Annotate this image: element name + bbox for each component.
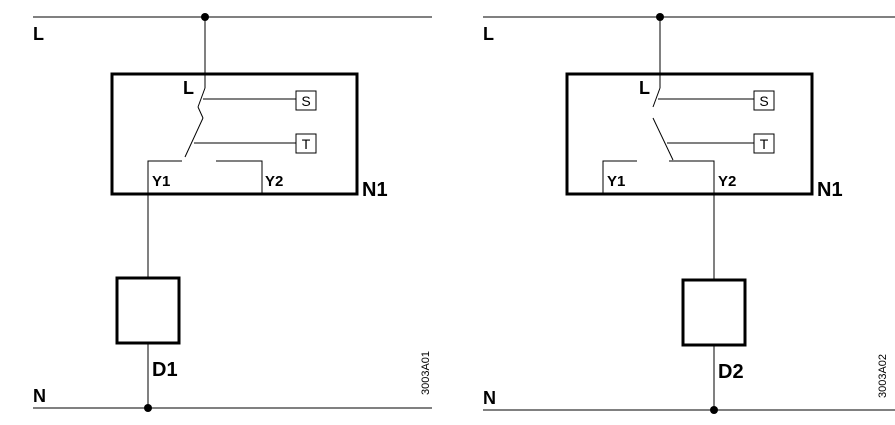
drawing-code: 3003A02 — [877, 354, 889, 398]
contact-1-blade — [652, 87, 661, 108]
sensor-s-label: S — [301, 93, 310, 109]
controller-n1-box — [565, 72, 814, 196]
controller-label: N1 — [362, 179, 388, 201]
contact-1-blade — [197, 87, 206, 108]
device-label: D2 — [718, 361, 744, 383]
sensor-s-box — [753, 90, 775, 111]
terminal-y2-wire — [669, 160, 715, 193]
contact-link-wire — [197, 106, 204, 119]
timer-t-box — [753, 133, 775, 154]
timer-t-label: T — [302, 136, 311, 152]
device-d1-box — [115, 276, 181, 345]
controller-label: N1 — [817, 179, 843, 201]
terminal-y2-label: Y2 — [265, 173, 283, 190]
sensor-s-label: S — [759, 93, 768, 109]
controller-n1-box — [110, 72, 359, 196]
line-N-label: N — [33, 386, 46, 406]
device-label: D1 — [152, 359, 178, 381]
contact-L-label: L — [639, 78, 650, 98]
sensor-s-box — [295, 90, 317, 111]
timer-t-box — [295, 133, 317, 154]
timer-t-label: T — [760, 136, 769, 152]
line-L-label: L — [483, 24, 494, 44]
terminal-y2-wire — [216, 160, 263, 193]
terminal-y1-label: Y1 — [152, 173, 170, 190]
terminal-y2-label: Y2 — [718, 173, 736, 190]
contact-L-label: L — [183, 78, 194, 98]
line-L-label: L — [33, 24, 44, 44]
terminal-y1-label: Y1 — [607, 173, 625, 190]
line-N-label: N — [483, 388, 496, 408]
diagram-1: L N L S T Y1 Y2 N1 D1 3003A01 — [33, 13, 432, 412]
diagram-2: L N L S T Y1 Y2 N1 D2 3003A02 — [483, 13, 895, 414]
device-d2-box — [681, 278, 747, 347]
drawing-code: 3003A01 — [420, 351, 432, 395]
contact-2-blade — [184, 117, 204, 158]
contact-2-blade — [652, 117, 674, 161]
terminal-y1-wire — [602, 160, 637, 193]
terminal-y1-wire — [147, 160, 182, 193]
